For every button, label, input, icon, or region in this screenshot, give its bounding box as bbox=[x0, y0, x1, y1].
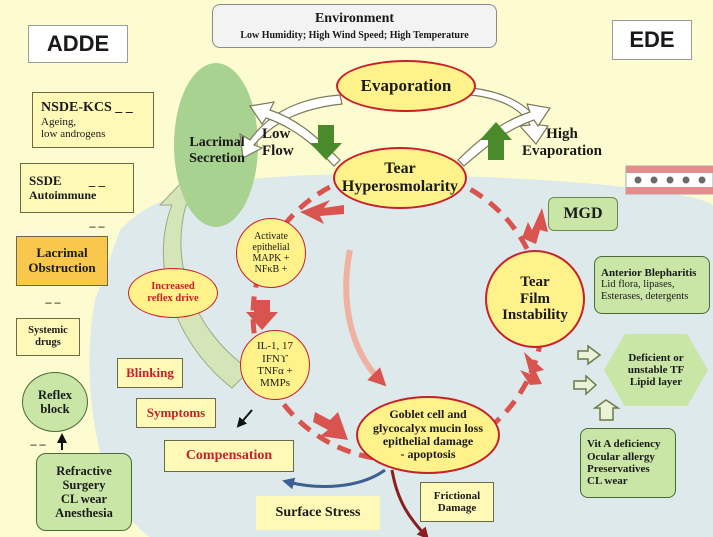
high-evaporation-up-arrow bbox=[480, 122, 512, 160]
deficient-lipid-arrow-2 bbox=[573, 374, 598, 396]
cycle-arrow-5 bbox=[522, 208, 548, 244]
compensation-label: Compensation bbox=[164, 440, 294, 472]
adde-title: ADDE bbox=[28, 25, 128, 63]
symptoms-arrow bbox=[236, 409, 253, 428]
cycle-arrow-3 bbox=[313, 412, 348, 440]
surface-stress-blue-arrow bbox=[282, 468, 386, 490]
surface-stress-dark-arrow bbox=[390, 469, 429, 537]
nsde-kcs-box: NSDE-KCS _ _ Ageing, low androgens bbox=[32, 92, 154, 148]
low-flow-down-arrow bbox=[310, 125, 342, 160]
dash-a: _ _ bbox=[89, 214, 105, 229]
ede-title: EDE bbox=[612, 20, 692, 60]
mgd-box: MGD bbox=[548, 197, 618, 231]
evaporation-right-arrow bbox=[469, 87, 550, 145]
surface-stress-label: Surface Stress bbox=[256, 496, 380, 530]
environment-detail: Low Humidity; High Wind Speed; High Temp… bbox=[240, 29, 469, 41]
evaporation-left-arrow bbox=[239, 94, 343, 159]
cycle-arrow-2 bbox=[246, 300, 278, 330]
vit-a-arrow bbox=[592, 399, 621, 421]
blinking-label: Blinking bbox=[117, 358, 183, 388]
environment-box: Environment Low Humidity; High Wind Spee… bbox=[212, 4, 497, 48]
lacrimal-gland-shape bbox=[174, 63, 258, 227]
inner-curved-arrow bbox=[343, 249, 387, 387]
deficient-lipid-arrow-1 bbox=[577, 344, 602, 366]
environment-heading: Environment bbox=[314, 11, 395, 27]
dash-c: _ _ bbox=[30, 432, 46, 447]
evaporation-node: Evaporation bbox=[336, 60, 476, 112]
dash-b: _ _ bbox=[45, 290, 61, 305]
cycle-arrow-4 bbox=[520, 352, 544, 385]
ssde-box: SSDE _ _ Autoimmune bbox=[20, 163, 134, 213]
anterior-blepharitis-box: Anterior Blepharitis Lid flora, lipases,… bbox=[594, 256, 710, 314]
cycle-arrow-1 bbox=[300, 200, 344, 224]
symptoms-label: Symptoms bbox=[136, 398, 216, 428]
